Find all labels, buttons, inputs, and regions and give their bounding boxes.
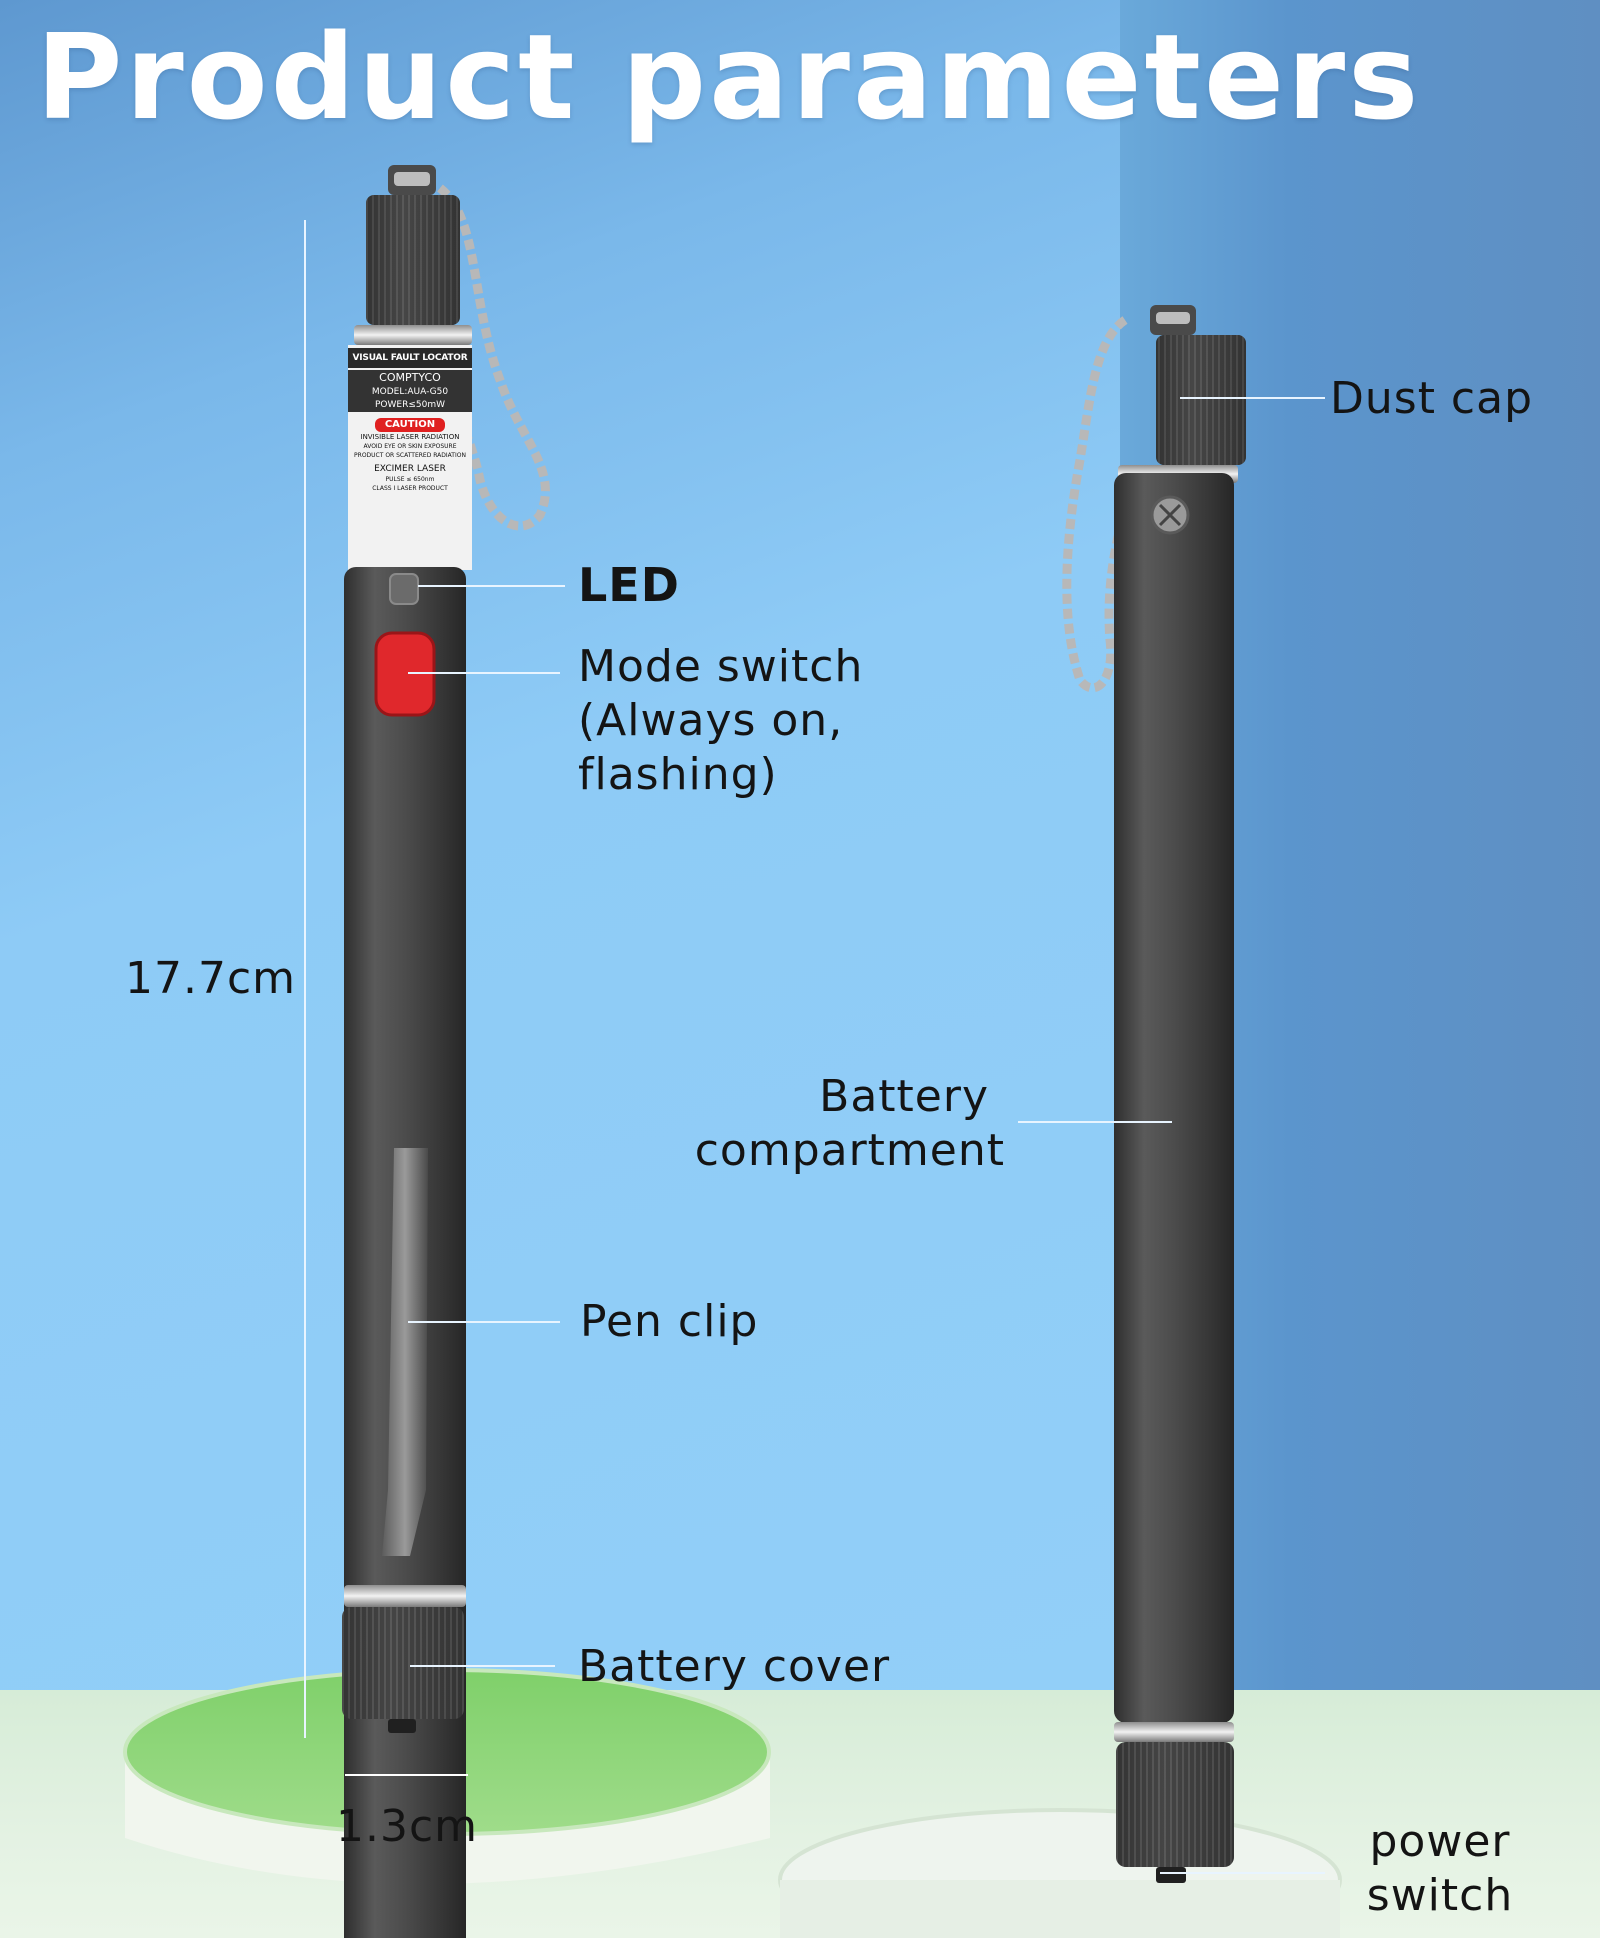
- label-warning-1: INVISIBLE LASER RADIATION: [360, 433, 460, 441]
- length-label: 17.7cm: [125, 953, 297, 1004]
- label-warning-2: AVOID EYE OR SKIN EXPOSURE: [363, 443, 457, 450]
- callout-mode-switch-line-1: Mode switch: [578, 641, 864, 692]
- label-title: VISUAL FAULT LOCATOR: [348, 348, 472, 368]
- callout-battery-cover: Battery cover: [578, 1641, 891, 1692]
- label-pulse: PULSE ≤ 650nm: [385, 476, 435, 483]
- callout-power-switch-line-2: switch: [1366, 1870, 1514, 1921]
- diameter-label: 1.3cm: [336, 1801, 479, 1852]
- label-warning-3: PRODUCT OR SCATTERED RADIATION: [354, 452, 466, 459]
- pen-back-view: [1062, 305, 1246, 1883]
- label-power: POWER≤50mW: [348, 399, 472, 412]
- background-wall-left: [0, 0, 1120, 1700]
- callout-power-switch: power switch: [1340, 1815, 1540, 1923]
- label-brand: COMPTYCO: [348, 370, 472, 386]
- pen-label: VISUAL FAULT LOCATOR COMPTYCO MODEL:AUA-…: [348, 348, 472, 570]
- callout-dust-cap: Dust cap: [1330, 373, 1534, 424]
- label-caution: CAUTION: [374, 418, 446, 432]
- callout-pen-clip: Pen clip: [580, 1296, 759, 1347]
- label-class: CLASS I LASER PRODUCT: [372, 485, 448, 492]
- callout-battery-compartment-line-2: compartment: [694, 1125, 1005, 1176]
- label-laser-type: EXCIMER LASER: [374, 464, 446, 474]
- callout-power-switch-line-1: power: [1369, 1816, 1511, 1867]
- callout-mode-switch-line-2: (Always on,: [578, 695, 844, 746]
- callout-mode-switch-line-3: flashing): [578, 749, 778, 800]
- callout-battery-compartment-line-1: Battery: [819, 1071, 989, 1122]
- callout-led: LED: [578, 558, 680, 612]
- callout-battery-compartment: Battery compartment: [660, 1070, 1005, 1178]
- label-model: MODEL:AUA-G50: [348, 386, 472, 399]
- callout-mode-switch: Mode switch (Always on, flashing): [578, 640, 863, 802]
- pen-front-view: [342, 165, 550, 1938]
- page-title: Product parameters: [36, 8, 1422, 146]
- leader-lines: [408, 397, 1325, 1874]
